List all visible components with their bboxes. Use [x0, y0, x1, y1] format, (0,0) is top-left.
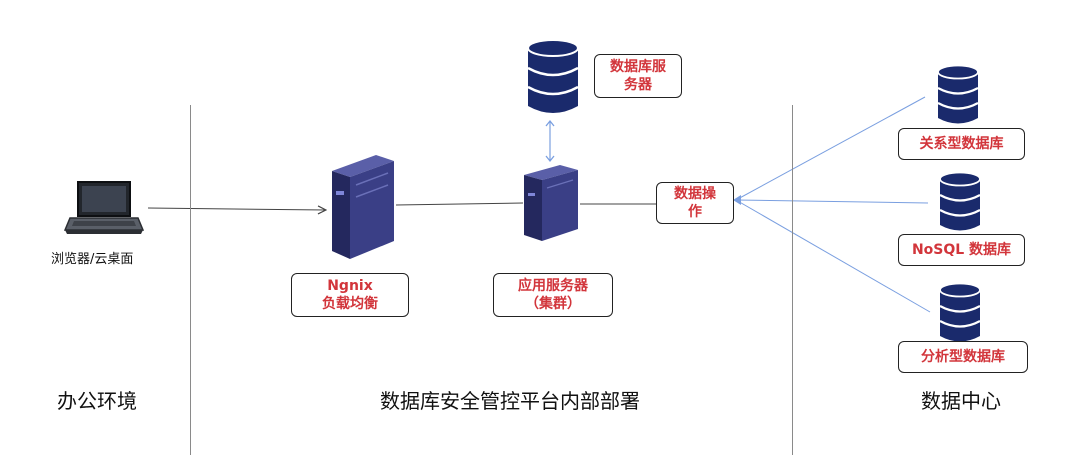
client-caption: 浏览器/云桌面	[51, 252, 134, 267]
relational-db-label-text: 关系型数据库	[919, 136, 1004, 152]
analytic-db-label: 分析型数据库	[898, 341, 1028, 373]
db-server-icon	[527, 39, 579, 113]
relational-db-label: 关系型数据库	[898, 128, 1025, 160]
data-ops-label-line1: 数据操	[674, 186, 716, 202]
app-server-icon	[524, 165, 578, 241]
data-ops-label-line2: 作	[688, 204, 702, 220]
db-server-label-line1: 数据库服	[610, 59, 666, 75]
nginx-to-app-link	[395, 202, 524, 206]
nginx-server-icon	[332, 155, 394, 259]
divider-right	[792, 105, 793, 455]
db-server-label-line2: 务器	[624, 77, 652, 93]
section-title-office: 办公环境	[57, 389, 137, 413]
ops-arrowhead-icon	[733, 195, 741, 205]
nosql-db-label: NoSQL 数据库	[898, 234, 1025, 266]
laptop-icon	[64, 181, 144, 234]
data-ops-label: 数据操 作	[656, 182, 734, 224]
analytic-db-label-text: 分析型数据库	[921, 349, 1005, 365]
section-title-platform: 数据库安全管控平台内部部署	[380, 389, 640, 413]
ops-to-relational-line	[735, 96, 926, 201]
app-server-label-line1: 应用服务器	[518, 278, 588, 294]
ops-to-analytic-line	[735, 199, 931, 313]
nginx-label: Ngnix 负载均衡	[291, 273, 409, 317]
db-server-label: 数据库服 务器	[594, 54, 682, 98]
app-server-label-line2: （集群）	[525, 296, 581, 312]
nosql-db-label-text: NoSQL 数据库	[911, 242, 1012, 258]
client-to-nginx-arrow	[147, 208, 326, 210]
nginx-label-line1: Ngnix	[327, 278, 373, 294]
nginx-label-line2: 负载均衡	[322, 296, 378, 312]
analytic-db-icon	[939, 282, 981, 342]
section-title-datacenter: 数据中心	[921, 389, 1001, 413]
divider-left	[190, 105, 191, 455]
nosql-db-icon	[939, 171, 981, 231]
ops-to-nosql-line	[735, 199, 929, 204]
relational-db-icon	[937, 64, 979, 124]
app-server-label: 应用服务器 （集群）	[493, 273, 613, 317]
